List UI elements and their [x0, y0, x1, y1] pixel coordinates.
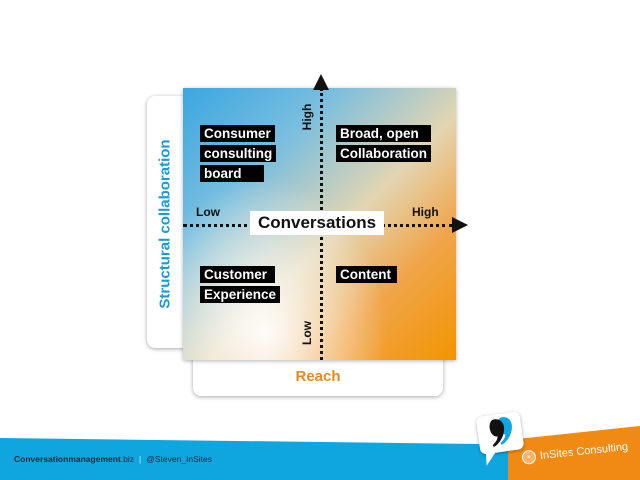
footer-site-suffix[interactable]: .biz	[120, 454, 134, 464]
vertical-high-text: High	[300, 103, 314, 131]
footer-separator: |	[138, 454, 142, 464]
footer-site-name[interactable]: Conversationmanagement	[14, 454, 121, 464]
horizontal-low-label: Low	[196, 205, 220, 219]
speech-bubble-icon	[475, 411, 525, 455]
y-axis-title-text: Structural collaboration	[156, 139, 174, 309]
quadrant-top-left-line-3: board	[200, 165, 264, 182]
quadrant-bottom-left-line-2: Experience	[200, 286, 281, 303]
footer-credits: Conversationmanagement.biz | @Steven_InSit…	[14, 454, 212, 464]
quadrant-top-left-line-2: consulting	[200, 145, 277, 162]
arrow-right-icon	[452, 217, 468, 233]
footer-handle[interactable]: @Steven_InSites	[146, 454, 213, 464]
center-label: Conversations	[250, 211, 384, 235]
quadrant-top-right-line-2: Collaboration	[336, 145, 431, 162]
x-axis-title: Reach	[295, 368, 341, 385]
quadrant-bottom-left-line-1: Customer	[200, 266, 276, 283]
quadrant-top-left-line-1: Consumer	[200, 125, 275, 142]
brand-arrows-icon: »	[521, 449, 537, 465]
horizontal-high-label: High	[412, 205, 439, 219]
quadrant-top-right-line-1: Broad, open	[336, 125, 431, 142]
arrow-up-icon	[313, 74, 329, 90]
comma-quote-icon	[489, 417, 512, 447]
vertical-low-text: Low	[300, 321, 314, 345]
quadrant-bottom-right-line-1: Content	[336, 266, 397, 283]
